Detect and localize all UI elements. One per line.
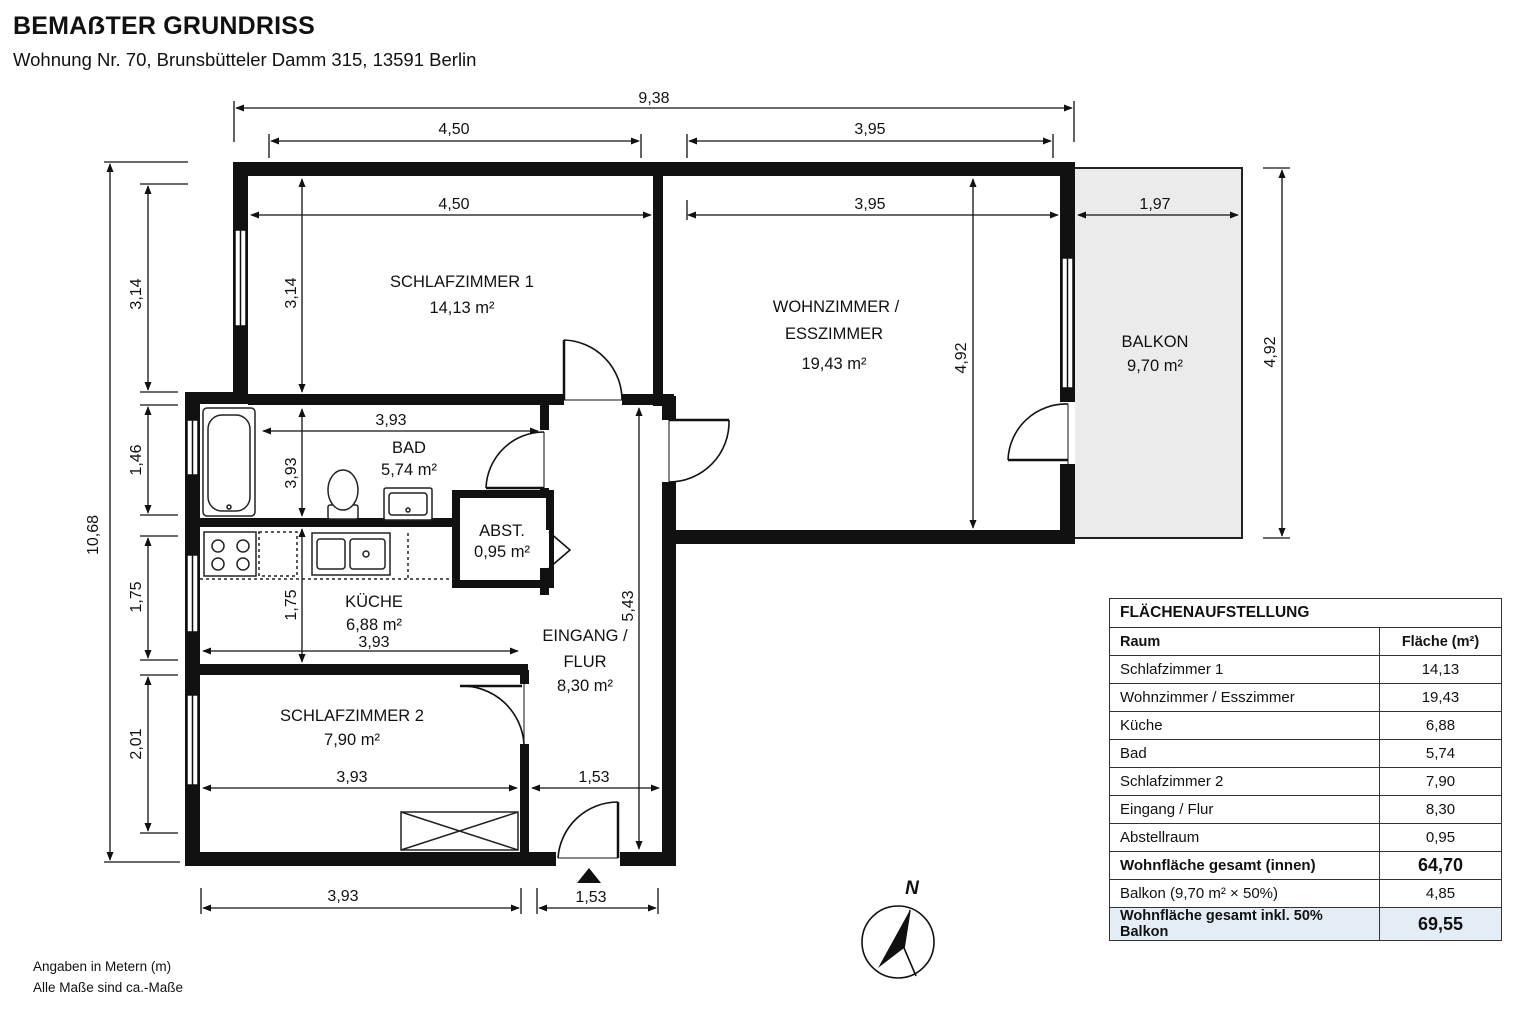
doors xyxy=(459,339,1075,866)
table-cell-area: 8,30 xyxy=(1379,795,1502,824)
compass-icon: N xyxy=(861,878,935,979)
table-cell-area: 0,95 xyxy=(1379,823,1502,852)
room-schlafzimmer1-area: 14,13 m² xyxy=(429,299,495,317)
dim-left-seg4: 2,01 xyxy=(128,728,145,759)
area-table-total-row: Wohnfläche gesamt (innen) 64,70 xyxy=(1109,851,1502,880)
dimension-labels: 9,38 4,50 3,95 4,50 3,95 1,97 3,14 4,92 … xyxy=(85,90,1279,906)
table-row: Schlafzimmer 2 7,90 xyxy=(1109,767,1502,796)
balcony xyxy=(1073,167,1243,539)
table-row: Eingang / Flur 8,30 xyxy=(1109,795,1502,824)
dim-kueche-height: 1,75 xyxy=(283,589,300,620)
area-table-header-row: Raum Fläche (m²) xyxy=(1109,627,1502,656)
dim-left-seg3: 1,75 xyxy=(128,581,145,612)
table-cell-room: Bad xyxy=(1109,739,1380,768)
room-wohnzimmer-area: 19,43 m² xyxy=(801,355,867,373)
dim-bottom-left: 3,93 xyxy=(327,888,358,905)
room-abst-name: ABST. xyxy=(479,522,525,540)
dimension-lines xyxy=(104,101,1290,914)
area-table-col-room: Raum xyxy=(1109,627,1380,656)
area-grand-label: Wohnfläche gesamt inkl. 50% Balkon xyxy=(1109,907,1380,941)
table-row: Abstellraum 0,95 xyxy=(1109,823,1502,852)
area-table-grand-row: Wohnfläche gesamt inkl. 50% Balkon 69,55 xyxy=(1109,907,1502,941)
area-table-col-area: Fläche (m²) xyxy=(1379,627,1502,656)
dim-flur-height: 5,43 xyxy=(620,590,637,621)
table-cell-area: 5,74 xyxy=(1379,739,1502,768)
dim-schlaf2-width: 3,93 xyxy=(336,769,367,786)
area-balkon-label: Balkon (9,70 m² × 50%) xyxy=(1109,879,1380,908)
dim-flur-width: 1,53 xyxy=(578,769,609,786)
dim-overall-width: 9,38 xyxy=(638,90,669,107)
dim-schlaf1-height: 3,14 xyxy=(283,277,300,308)
area-table: FLÄCHENAUFSTELLUNG Raum Fläche (m²) Schl… xyxy=(1109,598,1502,941)
table-cell-area: 7,90 xyxy=(1379,767,1502,796)
note-approx: Alle Maße sind ca.-Maße xyxy=(33,980,184,995)
dim-left-seg2: 1,46 xyxy=(128,444,145,475)
table-cell-area: 14,13 xyxy=(1379,655,1502,684)
area-grand-value: 69,55 xyxy=(1379,907,1502,941)
area-total-value: 64,70 xyxy=(1379,851,1502,880)
room-flur-line1: EINGANG / xyxy=(542,627,628,645)
dim-top-left: 4,50 xyxy=(438,121,469,138)
room-labels: SCHLAFZIMMER 1 14,13 m² WOHNZIMMER / ESS… xyxy=(280,273,1188,749)
dim-wohn-width: 3,95 xyxy=(854,196,885,213)
notes: Angaben in Metern (m) Alle Maße sind ca.… xyxy=(33,956,183,998)
page-subtitle: Wohnung Nr. 70, Brunsbütteler Damm 315, … xyxy=(13,49,477,70)
room-wohnzimmer-line1: WOHNZIMMER / xyxy=(773,298,900,316)
dim-balkon-width: 1,97 xyxy=(1139,196,1170,213)
table-row: Küche 6,88 xyxy=(1109,711,1502,740)
room-flur-area: 8,30 m² xyxy=(557,677,613,695)
note-units: Angaben in Metern (m) xyxy=(33,959,172,974)
room-schlafzimmer2-name: SCHLAFZIMMER 2 xyxy=(280,707,424,725)
table-cell-area: 19,43 xyxy=(1379,683,1502,712)
room-bad-area: 5,74 m² xyxy=(381,461,437,479)
table-row: Schlafzimmer 1 14,13 xyxy=(1109,655,1502,684)
area-table-title: FLÄCHENAUFSTELLUNG xyxy=(1109,598,1502,628)
dim-bad-height: 3,93 xyxy=(283,457,300,488)
room-schlafzimmer1-name: SCHLAFZIMMER 1 xyxy=(390,273,534,291)
table-cell-room: Schlafzimmer 2 xyxy=(1109,767,1380,796)
table-cell-room: Abstellraum xyxy=(1109,823,1380,852)
page-title: BEMAẞTER GRUNDRISS xyxy=(13,12,316,40)
table-cell-room: Küche xyxy=(1109,711,1380,740)
room-kueche-area: 6,88 m² xyxy=(346,616,402,634)
area-balkon-value: 4,85 xyxy=(1379,879,1502,908)
table-cell-room: Wohnzimmer / Esszimmer xyxy=(1109,683,1380,712)
room-wohnzimmer-line2: ESSZIMMER xyxy=(785,325,883,343)
dim-bad-width: 3,93 xyxy=(375,412,406,429)
dim-left-total: 10,68 xyxy=(85,515,102,555)
dim-balkon-height: 4,92 xyxy=(1262,336,1279,367)
compass-north-label: N xyxy=(905,878,920,899)
table-row: Wohnzimmer / Esszimmer 19,43 xyxy=(1109,683,1502,712)
room-bad-name: BAD xyxy=(392,439,426,457)
dim-bottom-right: 1,53 xyxy=(575,889,606,906)
room-balkon-area: 9,70 m² xyxy=(1127,357,1183,375)
room-schlafzimmer2-area: 7,90 m² xyxy=(324,731,380,749)
walls xyxy=(185,162,1075,866)
table-row: Bad 5,74 xyxy=(1109,739,1502,768)
room-abst-area: 0,95 m² xyxy=(474,543,530,561)
dim-top-right: 3,95 xyxy=(854,121,885,138)
dim-wohn-height: 4,92 xyxy=(953,342,970,373)
room-kueche-name: KÜCHE xyxy=(345,593,403,611)
dim-schlaf1-width: 4,50 xyxy=(438,196,469,213)
area-table-title-row: FLÄCHENAUFSTELLUNG xyxy=(1109,598,1502,628)
dim-kueche-width: 3,93 xyxy=(358,634,389,651)
table-cell-room: Eingang / Flur xyxy=(1109,795,1380,824)
room-balkon-name: BALKON xyxy=(1122,333,1189,351)
table-cell-room: Schlafzimmer 1 xyxy=(1109,655,1380,684)
dim-left-seg1: 3,14 xyxy=(128,278,145,309)
stove-icon xyxy=(203,531,257,577)
room-flur-line2: FLUR xyxy=(563,653,606,671)
area-table-balkon-row: Balkon (9,70 m² × 50%) 4,85 xyxy=(1109,879,1502,908)
fixtures xyxy=(200,407,519,851)
entrance-triangle-icon xyxy=(577,868,601,883)
windows xyxy=(186,229,1074,786)
area-total-label: Wohnfläche gesamt (innen) xyxy=(1109,851,1380,880)
table-cell-area: 6,88 xyxy=(1379,711,1502,740)
